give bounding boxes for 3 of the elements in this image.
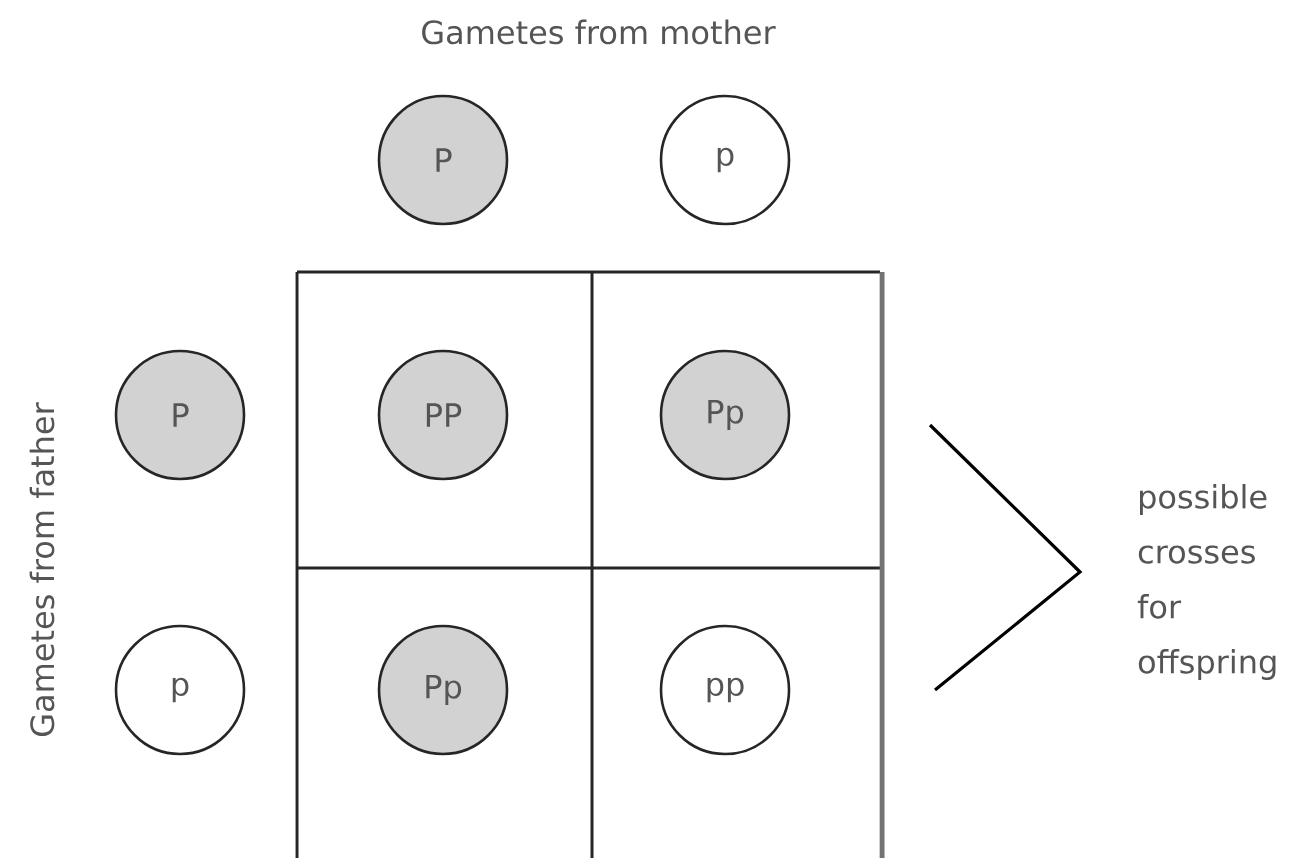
heading-label: Gametes from father bbox=[29, 402, 55, 736]
heading-label: Gametes from mother bbox=[422, 19, 776, 45]
side-note: possible crosses for offspring bbox=[1137, 484, 1276, 680]
